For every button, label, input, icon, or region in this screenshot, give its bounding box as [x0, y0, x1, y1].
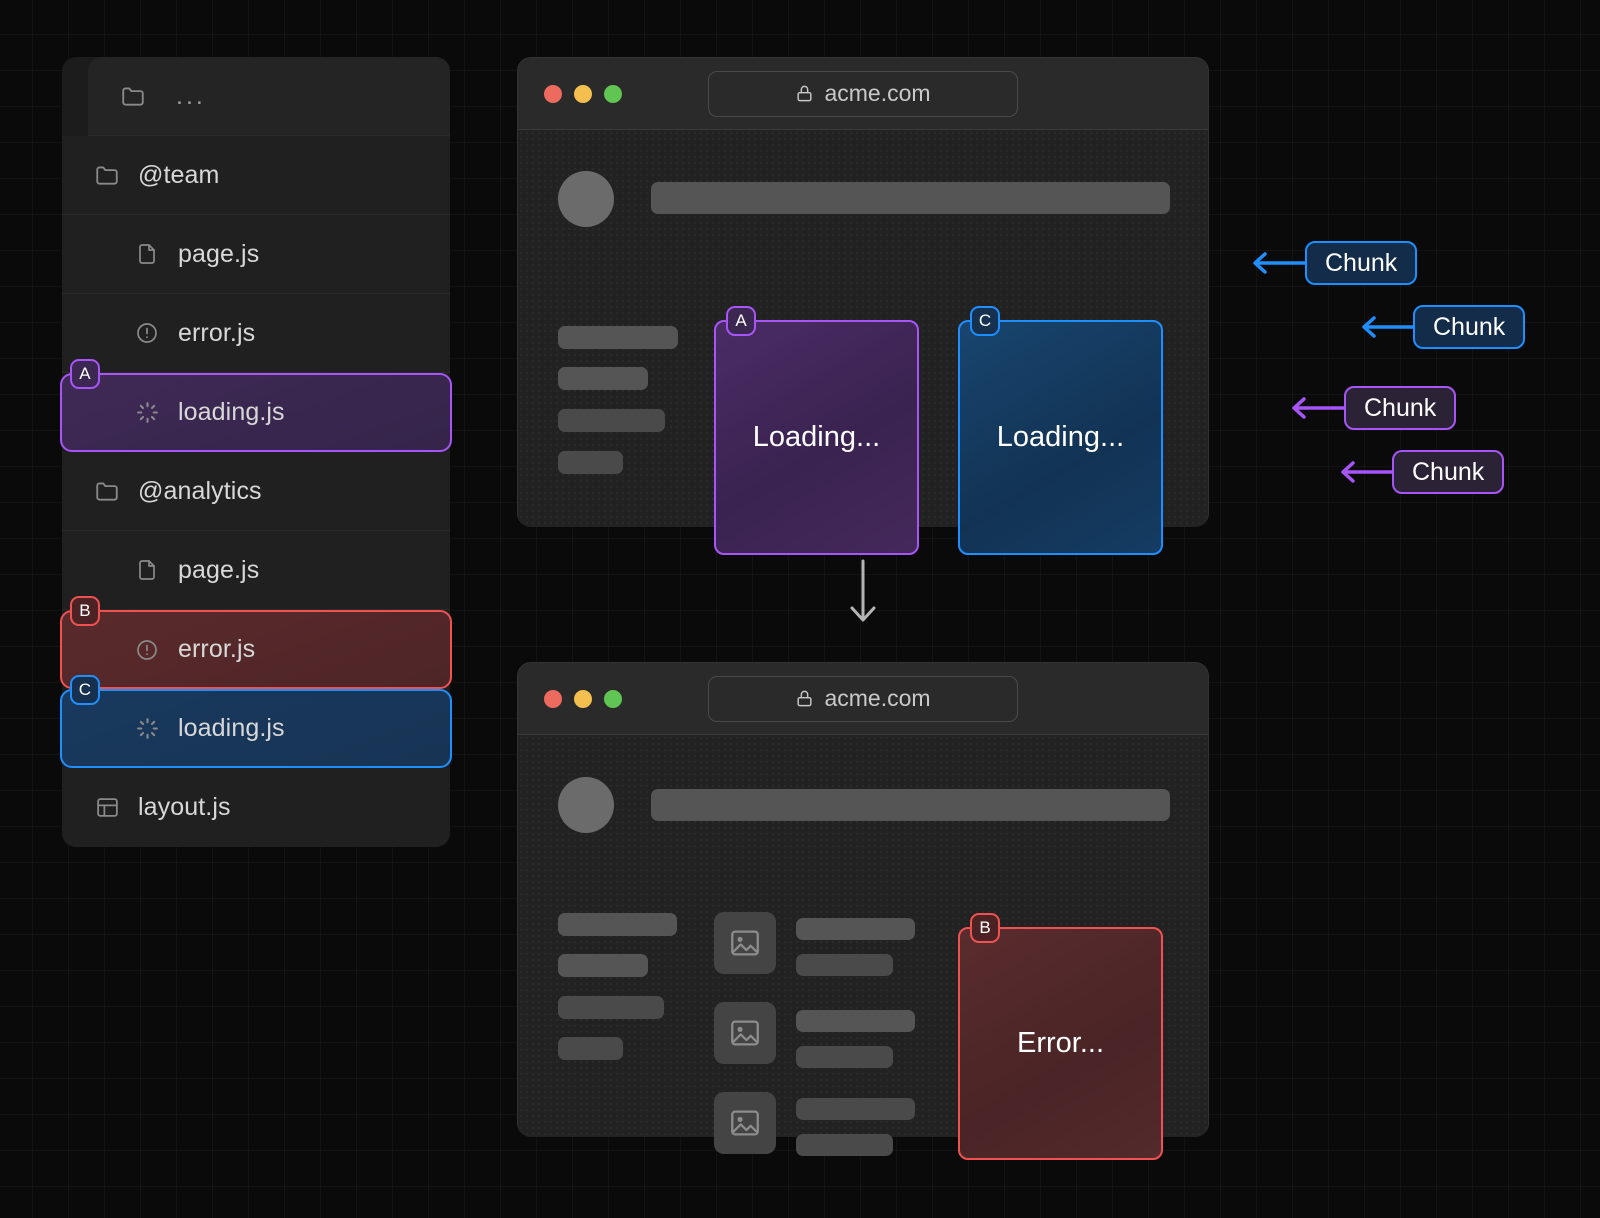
row-skeleton-line [796, 954, 893, 976]
row-skeleton-line [796, 1010, 915, 1032]
minimize-button[interactable] [574, 84, 592, 103]
browser-window-loading: acme.com A Loading... C Loading... [517, 57, 1209, 555]
loader-icon [130, 712, 164, 746]
row-skeleton-line [796, 1134, 893, 1156]
alert-circle-icon [130, 633, 164, 667]
badge-b: B [970, 913, 1000, 943]
chunk-text: Chunk [1412, 457, 1485, 486]
card-label: Loading... [752, 421, 881, 453]
file-tree-panel: ... @team page.js error.js A loadi [60, 57, 452, 847]
row-skeleton-line [796, 1098, 915, 1120]
tree-row-label: @team [138, 160, 220, 189]
chunk-arrow-1 [1253, 252, 1310, 274]
card-label: Error... [1016, 1027, 1104, 1059]
maximize-button[interactable] [604, 689, 622, 708]
chunk-label-1: Chunk [1305, 241, 1418, 285]
sidebar-skeleton-line [558, 451, 623, 474]
tree-row-analytics-loading[interactable]: C loading.js [60, 675, 452, 768]
traffic-lights [544, 689, 622, 708]
image-placeholder-icon [714, 1002, 776, 1064]
browser-window-error: acme.com [517, 662, 1209, 1160]
layout-icon [90, 791, 124, 825]
image-placeholder-icon [714, 1092, 776, 1154]
chunk-text: Chunk [1433, 312, 1506, 341]
tree-row-analytics-folder[interactable]: @analytics [62, 452, 450, 531]
header-skeleton-bar [651, 182, 1170, 214]
card-label: Loading... [996, 421, 1125, 453]
badge-a: A [726, 306, 756, 336]
url-text: acme.com [824, 685, 931, 711]
lock-icon [795, 689, 814, 708]
tree-row-team-folder[interactable]: @team [62, 136, 450, 215]
loader-icon [130, 396, 164, 430]
maximize-button[interactable] [604, 84, 622, 103]
browser-titlebar: acme.com [518, 663, 1208, 735]
chunk-text: Chunk [1364, 393, 1437, 422]
row-skeleton-line [796, 1046, 893, 1068]
file-icon [130, 553, 164, 587]
header-skeleton-bar [651, 789, 1170, 821]
chunk-label-2: Chunk [1413, 305, 1526, 349]
error-card-b[interactable]: B Error... [958, 913, 1163, 1160]
browser-content: B Error... [518, 735, 1208, 1160]
sidebar-skeleton-line [558, 954, 648, 977]
folder-icon [116, 79, 150, 113]
chunk-text: Chunk [1325, 248, 1398, 277]
sidebar-skeleton-line [558, 996, 664, 1019]
badge-c: C [970, 306, 1000, 336]
address-bar[interactable]: acme.com [708, 675, 1018, 722]
avatar [558, 777, 614, 833]
avatar [558, 171, 614, 227]
browser-content: A Loading... C Loading... [518, 130, 1208, 555]
badge-c: C [70, 675, 100, 705]
row-skeleton-line [796, 918, 915, 940]
tree-row-team-page[interactable]: page.js [62, 215, 450, 294]
tree-row-ellipsis[interactable]: ... [88, 57, 450, 136]
minimize-button[interactable] [574, 689, 592, 708]
sidebar-skeleton-line [558, 1037, 623, 1060]
sidebar-skeleton-line [558, 367, 648, 390]
sidebar-skeleton-line [558, 409, 665, 432]
browser-titlebar: acme.com [518, 58, 1208, 130]
chunk-label-4: Chunk [1392, 450, 1505, 494]
flow-down-arrow-icon [843, 558, 883, 635]
url-text: acme.com [824, 80, 931, 106]
loading-card-a[interactable]: A Loading... [714, 306, 919, 555]
traffic-lights [544, 84, 622, 103]
tree-row-layout[interactable]: layout.js [62, 768, 450, 847]
tree-row-label: loading.js [178, 714, 285, 742]
lock-icon [795, 84, 814, 103]
folder-icon [90, 158, 124, 192]
close-button[interactable] [544, 84, 562, 103]
address-bar[interactable]: acme.com [708, 70, 1018, 117]
tree-row-label: layout.js [138, 793, 231, 821]
tree-row-label: error.js [178, 318, 256, 347]
close-button[interactable] [544, 689, 562, 708]
tree-row-analytics-error[interactable]: B error.js [60, 596, 452, 689]
image-placeholder-icon [714, 912, 776, 974]
chunk-arrow-3 [1292, 397, 1349, 419]
chunk-arrow-4 [1341, 461, 1398, 483]
folder-icon [90, 474, 124, 508]
alert-circle-icon [130, 316, 164, 350]
sidebar-skeleton-line [558, 913, 677, 936]
tree-row-label: error.js [178, 635, 256, 663]
tree-row-label: ... [176, 81, 206, 110]
badge-a: A [70, 359, 100, 389]
tree-row-analytics-page[interactable]: page.js [62, 531, 450, 610]
tree-row-label: page.js [178, 239, 260, 268]
file-icon [130, 237, 164, 271]
badge-b: B [70, 596, 100, 626]
loading-card-c[interactable]: C Loading... [958, 306, 1163, 555]
sidebar-skeleton-line [558, 326, 678, 349]
tree-row-team-loading[interactable]: A loading.js [60, 359, 452, 452]
tree-row-label: loading.js [178, 398, 285, 426]
tree-row-label: page.js [178, 555, 260, 584]
chunk-label-3: Chunk [1344, 386, 1457, 430]
tree-row-label: @analytics [138, 476, 262, 505]
chunk-arrow-2 [1362, 316, 1419, 338]
tree-row-team-error[interactable]: error.js [62, 294, 450, 373]
